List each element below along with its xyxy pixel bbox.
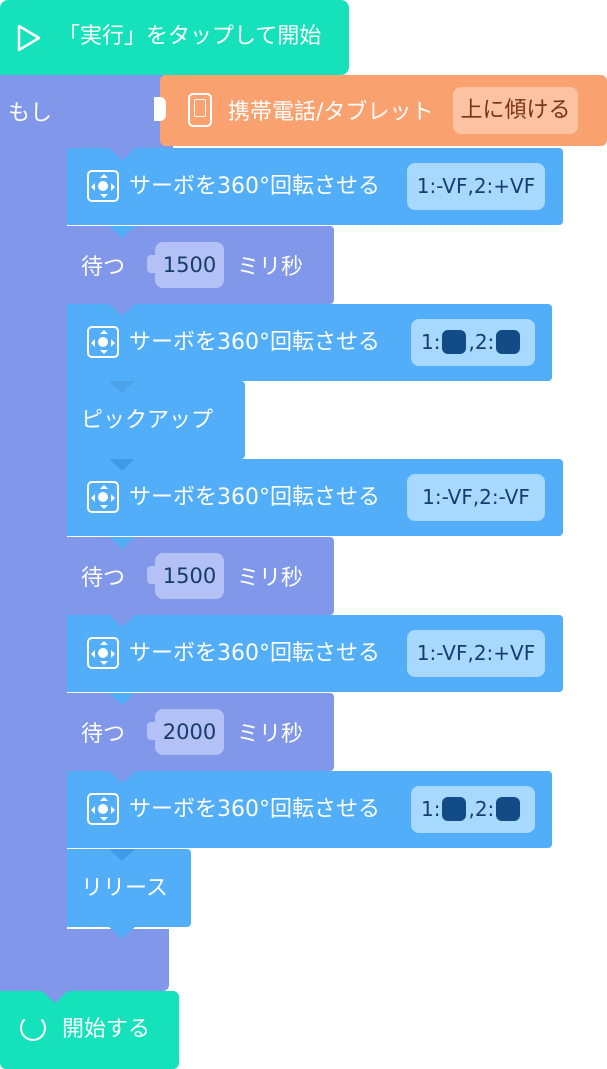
block-notch bbox=[109, 537, 135, 549]
servo-param-input[interactable]: 1:-VF,2:-VF bbox=[407, 474, 545, 521]
wait-duration-input[interactable]: 1500 bbox=[155, 242, 224, 288]
release-block[interactable]: リリース bbox=[67, 849, 191, 927]
servo-block[interactable]: サーボを360°回転させる 1:-VF,2:+VF bbox=[67, 148, 563, 225]
if-block-arm bbox=[0, 140, 67, 1000]
refresh-icon bbox=[20, 1015, 46, 1041]
servo-block[interactable]: サーボを360°回転させる 1: ,2: bbox=[67, 304, 552, 381]
condition-notch bbox=[154, 97, 166, 121]
servo-block[interactable]: サーボを360°回転させる 1:-VF,2:+VF bbox=[67, 615, 563, 692]
servo-label: サーボを360°回転させる bbox=[129, 330, 380, 355]
servo-block[interactable]: サーボを360°回転させる 1: ,2: bbox=[67, 771, 552, 848]
block-notch bbox=[109, 849, 135, 861]
wait-block[interactable]: 待つ 1500 ミリ秒 bbox=[67, 537, 334, 615]
servo-block[interactable]: サーボを360°回転させる 1:-VF,2:-VF bbox=[67, 459, 563, 536]
servo1-color-swatch[interactable] bbox=[442, 330, 467, 354]
start-label: 開始する bbox=[62, 1017, 151, 1042]
wait-label: 待つ bbox=[81, 255, 126, 280]
if-block[interactable] bbox=[0, 75, 173, 148]
servo2-color-swatch[interactable] bbox=[496, 797, 521, 821]
wait-unit-label: ミリ秒 bbox=[237, 722, 304, 747]
action-label: リリース bbox=[81, 876, 168, 901]
number-socket bbox=[147, 255, 157, 273]
servo2-color-swatch[interactable] bbox=[496, 330, 521, 354]
wait-duration-input[interactable]: 2000 bbox=[155, 709, 224, 755]
servo-icon bbox=[87, 170, 119, 202]
servo-label: サーボを360°回転させる bbox=[129, 641, 380, 666]
servo-param-input[interactable]: 1: ,2: bbox=[411, 786, 535, 833]
servo2-prefix: ,2: bbox=[468, 330, 495, 354]
servo-icon bbox=[87, 326, 119, 358]
wait-block[interactable]: 待つ 1500 ミリ秒 bbox=[67, 226, 334, 304]
block-notch bbox=[109, 771, 135, 783]
servo-param-input[interactable]: 1: ,2: bbox=[411, 319, 535, 366]
wait-duration-input[interactable]: 1500 bbox=[155, 553, 224, 599]
number-socket bbox=[147, 566, 157, 584]
number-socket bbox=[147, 722, 157, 740]
servo-label: サーボを360°回転させる bbox=[129, 797, 380, 822]
servo-icon bbox=[87, 481, 119, 513]
block-notch bbox=[109, 381, 135, 393]
block-notch bbox=[109, 304, 135, 316]
play-icon bbox=[17, 24, 41, 52]
servo2-prefix: ,2: bbox=[468, 797, 495, 821]
tablet-icon bbox=[188, 93, 212, 127]
device-label: 携帯電話/タブレット bbox=[228, 100, 434, 125]
if-label: もし bbox=[8, 101, 53, 126]
pickup-block[interactable]: ピックアップ bbox=[67, 381, 245, 459]
action-label: ピックアップ bbox=[81, 408, 214, 433]
block-notch bbox=[42, 991, 68, 1003]
block-notch bbox=[109, 226, 135, 238]
device-tilt-condition[interactable]: 携帯電話/タブレット 上に傾ける bbox=[154, 75, 607, 146]
servo-icon bbox=[87, 637, 119, 669]
run-event-block[interactable]: 「実行」をタップして開始 bbox=[0, 0, 349, 75]
block-notch bbox=[109, 459, 135, 471]
block-notch bbox=[109, 693, 135, 705]
wait-label: 待つ bbox=[81, 722, 126, 747]
tilt-direction-dropdown[interactable]: 上に傾ける bbox=[453, 87, 578, 134]
block-connector bbox=[109, 927, 135, 939]
block-notch bbox=[109, 615, 135, 627]
wait-unit-label: ミリ秒 bbox=[237, 255, 304, 280]
servo-param-input[interactable]: 1:-VF,2:+VF bbox=[407, 163, 545, 210]
servo-label: サーボを360°回転させる bbox=[129, 174, 380, 199]
servo-param-input[interactable]: 1:-VF,2:+VF bbox=[407, 630, 545, 677]
servo1-prefix: 1: bbox=[421, 797, 441, 821]
wait-unit-label: ミリ秒 bbox=[237, 566, 304, 591]
wait-block[interactable]: 待つ 2000 ミリ秒 bbox=[67, 693, 334, 771]
block-notch bbox=[109, 148, 135, 160]
wait-label: 待つ bbox=[81, 566, 126, 591]
servo1-prefix: 1: bbox=[421, 330, 441, 354]
servo1-color-swatch[interactable] bbox=[442, 797, 467, 821]
servo-label: サーボを360°回転させる bbox=[129, 485, 380, 510]
if-block-footer bbox=[0, 929, 169, 991]
servo-icon bbox=[87, 793, 119, 825]
start-block[interactable]: 開始する bbox=[0, 991, 179, 1069]
event-label: 「実行」をタップして開始 bbox=[58, 24, 322, 49]
